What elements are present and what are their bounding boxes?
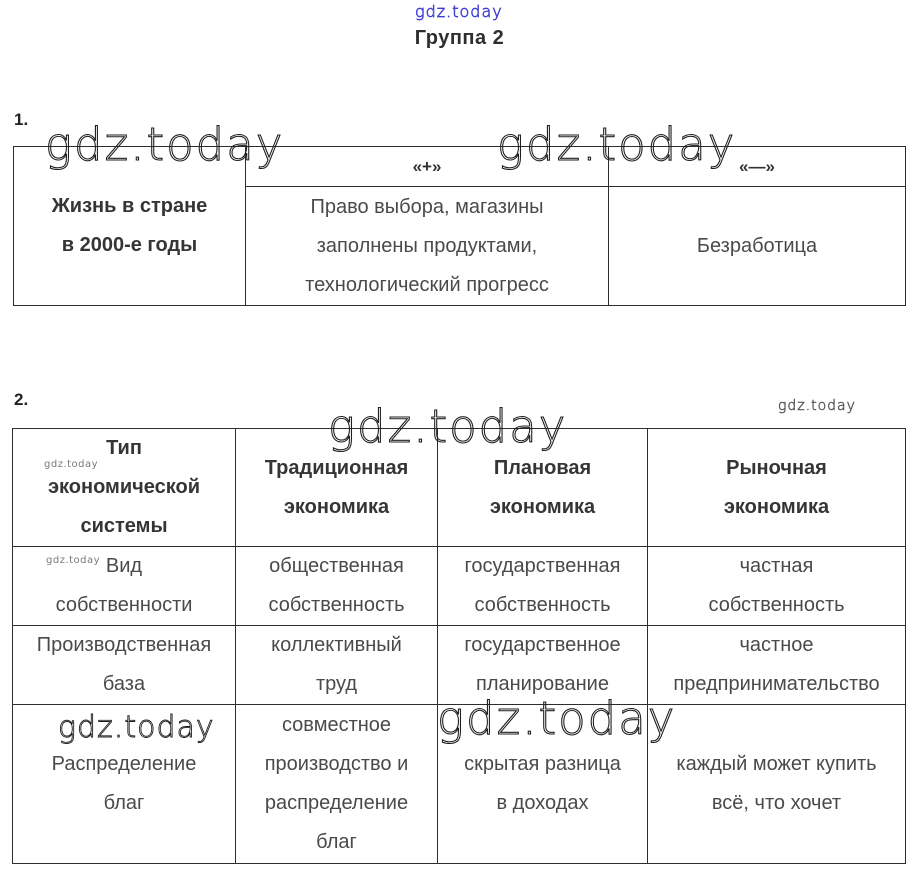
page-title: Группа 2 (414, 27, 505, 49)
table2-cell-ownership-label: Вид собственности (12, 546, 236, 626)
table1-col-minus-header: «—» (608, 146, 906, 187)
table1-plus-cell: Право выбора, магазины заполнены продукт… (245, 186, 609, 306)
table2-cell: государственное планирование (437, 625, 648, 705)
table-row: Вид собственности общественная собственн… (12, 546, 906, 626)
watermark-section2-right: gdz.today (778, 398, 856, 415)
table-row: Распределение благ совместное производст… (12, 704, 906, 864)
table2-cell-distribution-label: Распределение благ (12, 704, 236, 864)
table2-cell: общественная собственность (235, 546, 438, 626)
table2-header-planned: Плановая экономика (437, 428, 648, 547)
table-economic-systems: Тип экономической системы Традиционная э… (12, 428, 906, 864)
table2-cell: частная собственность (647, 546, 906, 626)
table2-header-market: Рыночная экономика (647, 428, 906, 547)
table1-col-plus-header: «+» (245, 146, 609, 187)
table2-cell: совместное производство и распределение … (235, 704, 438, 864)
table2-header-type: Тип экономической системы (12, 428, 236, 547)
table2-cell: каждый может купить всё, что хочет (647, 704, 906, 864)
section-1-label: 1. (14, 110, 29, 129)
table2-cell: частное предпринимательство (647, 625, 906, 705)
table-pros-cons: Жизнь в стране в 2000-е годы «+» «—» Пра… (13, 146, 906, 306)
table1-minus-cell: Безработица (608, 186, 906, 306)
table2-cell: государственная собственность (437, 546, 648, 626)
section-2-label: 2. (14, 390, 29, 409)
table2-cell: скрытая разница в доходах (437, 704, 648, 864)
table-row: Производственная база коллективный труд … (12, 625, 906, 705)
table2-header-traditional: Традиционная экономика (235, 428, 438, 547)
table1-row-header: Жизнь в стране в 2000-е годы (13, 146, 246, 306)
table2-cell: коллективный труд (235, 625, 438, 705)
watermark-top-blue: gdz.today (415, 2, 503, 22)
table2-cell-production-label: Производственная база (12, 625, 236, 705)
